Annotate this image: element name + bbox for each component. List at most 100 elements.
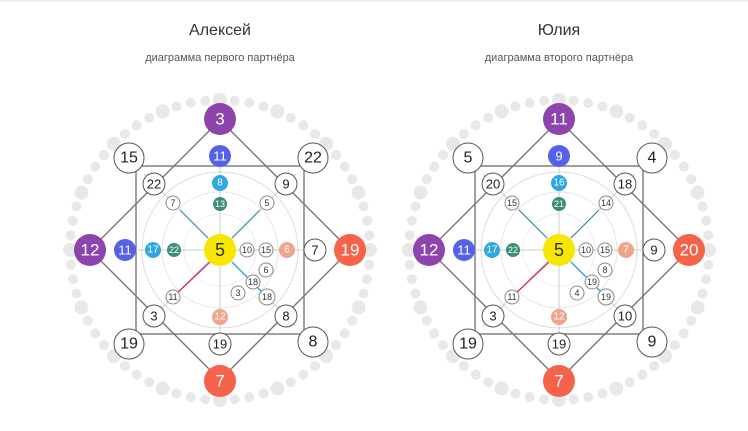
right-outer-circle-label: 20 (680, 241, 699, 260)
ring-dot (406, 274, 417, 285)
inner-corner-tl-label: 20 (486, 177, 500, 192)
ring-dot (362, 215, 373, 226)
love-line (173, 261, 211, 297)
ring-dot (270, 104, 285, 119)
money-b-circle-label: 4 (574, 288, 579, 298)
left-small-circle: 17 (145, 242, 161, 258)
ring-dot (669, 149, 680, 160)
right-small3-circle: 10 (239, 242, 255, 258)
ring-dot (458, 360, 469, 371)
partner-1-name: Алексей (189, 22, 251, 39)
ring-dot (404, 230, 415, 241)
corner-tr-circle: 4 (636, 142, 668, 174)
bottom-small-circle: 12 (551, 309, 567, 325)
right-small3-circle: 10 (578, 242, 594, 258)
inner-corner-tr-label: 9 (282, 177, 289, 192)
ring-dot (697, 288, 708, 299)
right-small2-circle: 15 (597, 242, 613, 258)
left-inner-circle: 11 (453, 239, 475, 261)
corner-tl-circle: 15 (113, 142, 145, 174)
ring-dot (155, 381, 170, 396)
left-small2-circle: 22 (506, 243, 520, 257)
ring-dot (483, 377, 494, 388)
ring-dot (347, 174, 358, 185)
top-divider (0, 0, 748, 2)
bottom-outer-circle-label: 7 (554, 372, 563, 391)
ring-dot (119, 360, 130, 371)
ring-dot (185, 392, 196, 403)
inner-corner-tr-label: 18 (618, 177, 632, 192)
ring-dot (624, 377, 635, 388)
ring-dot (686, 174, 697, 185)
money-b-circle: 3 (230, 285, 246, 301)
ring-dot (363, 243, 377, 257)
diag-tl-circle-label: 15 (507, 198, 517, 208)
ring-dot (413, 300, 428, 315)
ring-dot (483, 112, 494, 123)
left-outer-circle-label: 12 (81, 241, 100, 260)
ring-dot (686, 315, 697, 326)
inner-corner-bl: 3 (481, 304, 505, 328)
ring-dot (285, 112, 296, 123)
ring-dot (697, 201, 708, 212)
top-outer-circle-label: 3 (215, 110, 224, 129)
ring-dot (609, 381, 624, 396)
ring-dot (421, 315, 432, 326)
left-outer-circle: 12 (413, 234, 445, 266)
diag-br-circle: 19 (597, 288, 615, 306)
left-inner-circle-label: 11 (457, 243, 471, 258)
ring-dot (339, 161, 350, 172)
ring-dot (99, 340, 110, 351)
female-line (570, 209, 600, 239)
ring-dot (637, 369, 648, 380)
money-c-circle-label: 8 (602, 265, 607, 275)
ring-dot (406, 215, 417, 226)
right-small2-circle: 15 (258, 242, 274, 258)
ring-dot (285, 377, 296, 388)
bottom-outer-circle: 7 (204, 365, 236, 397)
male-line (179, 209, 209, 239)
corner-tl-circle: 5 (452, 142, 484, 174)
ring-dot (703, 259, 714, 270)
ring-dot (649, 129, 660, 140)
top-inner-circle: 11 (209, 145, 231, 167)
ring-dot (649, 360, 660, 371)
inner-corner-tr: 18 (613, 172, 637, 196)
right-outer-circle: 19 (334, 234, 366, 266)
diag-tr-circle-label: 5 (264, 198, 269, 208)
ring-dot (458, 129, 469, 140)
bottom-inner-circle-label: 19 (213, 337, 227, 352)
money-b-circle-label: 3 (235, 288, 240, 298)
ring-dot (144, 112, 155, 123)
ring-dot (330, 149, 341, 160)
top-outer-circle: 11 (543, 103, 575, 135)
ring-dot (63, 243, 77, 257)
diag-tl-circle: 15 (504, 195, 520, 211)
bottom-outer-circle-label: 7 (215, 372, 224, 391)
ring-dot (200, 95, 211, 106)
top-small-circle: 16 (551, 175, 567, 191)
ring-dot (74, 300, 89, 315)
ring-dot (200, 394, 211, 405)
ring-dot (171, 388, 182, 399)
bottom-outer-circle: 7 (543, 365, 575, 397)
right-small2-circle-label: 15 (261, 245, 271, 255)
diag-bl-circle: 11 (504, 289, 520, 305)
center-circle-label: 5 (554, 240, 564, 260)
ring-dot (637, 120, 648, 131)
ring-dot (119, 129, 130, 140)
ring-dot (258, 101, 269, 112)
center-circle-label: 5 (215, 240, 225, 260)
ring-dot (470, 369, 481, 380)
right-small2-circle-label: 15 (600, 245, 610, 255)
ring-dot (131, 120, 142, 131)
ring-dot (597, 101, 608, 112)
inner-corner-bl-label: 3 (150, 309, 157, 324)
top-small-circle: 8 (212, 175, 228, 191)
ring-dot (690, 185, 705, 200)
right-small3-circle-label: 10 (242, 245, 252, 255)
left-small-circle: 17 (484, 242, 500, 258)
bottom-small-circle-label: 12 (214, 312, 226, 323)
